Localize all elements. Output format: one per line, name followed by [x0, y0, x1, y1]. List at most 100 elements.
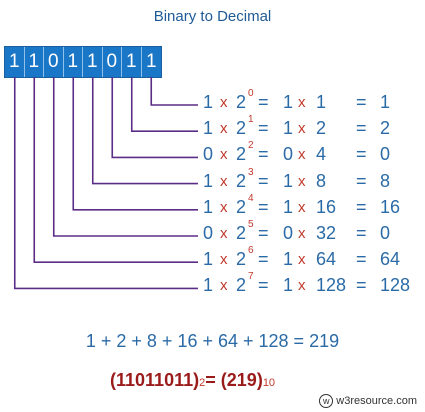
row-bit-repeat: 1	[283, 196, 294, 217]
row-bit-repeat: 0	[283, 144, 294, 165]
place-value: 64	[316, 249, 337, 270]
times-sign: x	[298, 277, 306, 295]
row-bit-repeat: 1	[283, 92, 294, 112]
bit-box: 1	[5, 47, 25, 77]
sum-line: 1 + 2 + 8 + 16 + 64 + 128 = 219	[85, 331, 340, 351]
row-result: 16	[380, 196, 401, 217]
row-bit-repeat: 1	[283, 118, 294, 139]
times-sign: x	[298, 198, 306, 216]
times-sign: x	[220, 120, 228, 138]
equals-sign: =	[258, 275, 269, 296]
connector-line	[33, 77, 198, 264]
row-bit: 0	[203, 144, 214, 165]
row-bit: 1	[203, 118, 214, 139]
times-sign: x	[220, 225, 228, 242]
bit-box: 1	[24, 47, 44, 77]
decimal-base: 10	[262, 377, 276, 389]
bit-box: 0	[102, 47, 122, 77]
equals-sign: =	[205, 370, 216, 390]
times-sign: x	[298, 251, 306, 269]
place-value: 16	[316, 196, 337, 217]
bit-box: 1	[63, 47, 83, 77]
equals-sign: =	[356, 223, 367, 243]
connector-line	[91, 77, 198, 185]
equals-sign: =	[258, 170, 269, 191]
final-result: (11011011)2= (219)10	[110, 370, 275, 391]
equals-sign: =	[356, 196, 367, 217]
place-value: 128	[316, 275, 347, 296]
exponent: 1	[248, 114, 254, 126]
row-bit: 1	[203, 249, 214, 270]
equals-sign: =	[356, 275, 367, 296]
equals-sign: =	[356, 170, 367, 191]
place-value: 32	[316, 223, 337, 243]
equals-sign: =	[258, 144, 269, 165]
equals-sign: =	[258, 118, 269, 139]
exponent: 0	[248, 88, 254, 99]
times-sign: x	[220, 198, 228, 216]
times-sign: x	[298, 172, 306, 190]
exponent: 7	[248, 271, 254, 283]
bit-box: 1	[141, 47, 161, 77]
equals-sign: =	[258, 249, 269, 270]
open-paren-2: (	[220, 370, 227, 390]
times-sign: x	[220, 277, 228, 295]
row-bit: 1	[203, 92, 214, 112]
logo-mark-icon: w	[319, 394, 334, 408]
row-result: 0	[380, 223, 391, 243]
row-result: 128	[380, 275, 411, 296]
times-sign: x	[298, 225, 306, 242]
row-bit: 1	[203, 196, 214, 217]
close-paren-2: )	[256, 370, 263, 390]
equals-sign: =	[258, 92, 269, 112]
connector-line	[52, 77, 198, 237]
row-result: 2	[380, 118, 391, 139]
connector-line	[13, 77, 198, 290]
equals-sign: =	[258, 223, 269, 243]
equals-sign: =	[356, 92, 367, 112]
row-bit-repeat: 1	[283, 170, 294, 191]
base-two: 2	[236, 196, 247, 217]
equals-sign: =	[356, 144, 367, 165]
decimal-value: 219	[226, 370, 257, 390]
times-sign: x	[220, 146, 228, 164]
equals-sign: =	[356, 118, 367, 139]
exponent: 2	[248, 140, 254, 152]
row-bit-repeat: 1	[283, 249, 294, 270]
row-bit-repeat: 0	[283, 223, 294, 243]
binary-base: 2	[199, 377, 206, 389]
binary-value: 11011011	[116, 370, 194, 390]
exponent: 5	[248, 219, 254, 230]
place-value: 1	[316, 92, 327, 112]
row-bit: 1	[203, 275, 214, 296]
logo-text: w3resource.com	[336, 395, 417, 407]
equals-sign: =	[258, 196, 269, 217]
exponent: 4	[248, 192, 254, 204]
exponent: 3	[248, 166, 254, 178]
close-paren: )	[193, 370, 200, 390]
base-two: 2	[236, 170, 247, 191]
times-sign: x	[220, 251, 228, 269]
connector-line	[111, 77, 198, 159]
row-bit: 1	[203, 170, 214, 191]
base-two: 2	[236, 275, 247, 296]
row-result: 0	[380, 144, 391, 165]
row-bit-repeat: 1	[283, 275, 294, 296]
place-value: 8	[316, 170, 327, 191]
place-value: 2	[316, 118, 327, 139]
bit-box: 1	[83, 47, 103, 77]
base-two: 2	[236, 118, 247, 139]
connector-line	[130, 77, 198, 132]
times-sign: x	[298, 146, 306, 164]
connector-line	[72, 77, 198, 211]
